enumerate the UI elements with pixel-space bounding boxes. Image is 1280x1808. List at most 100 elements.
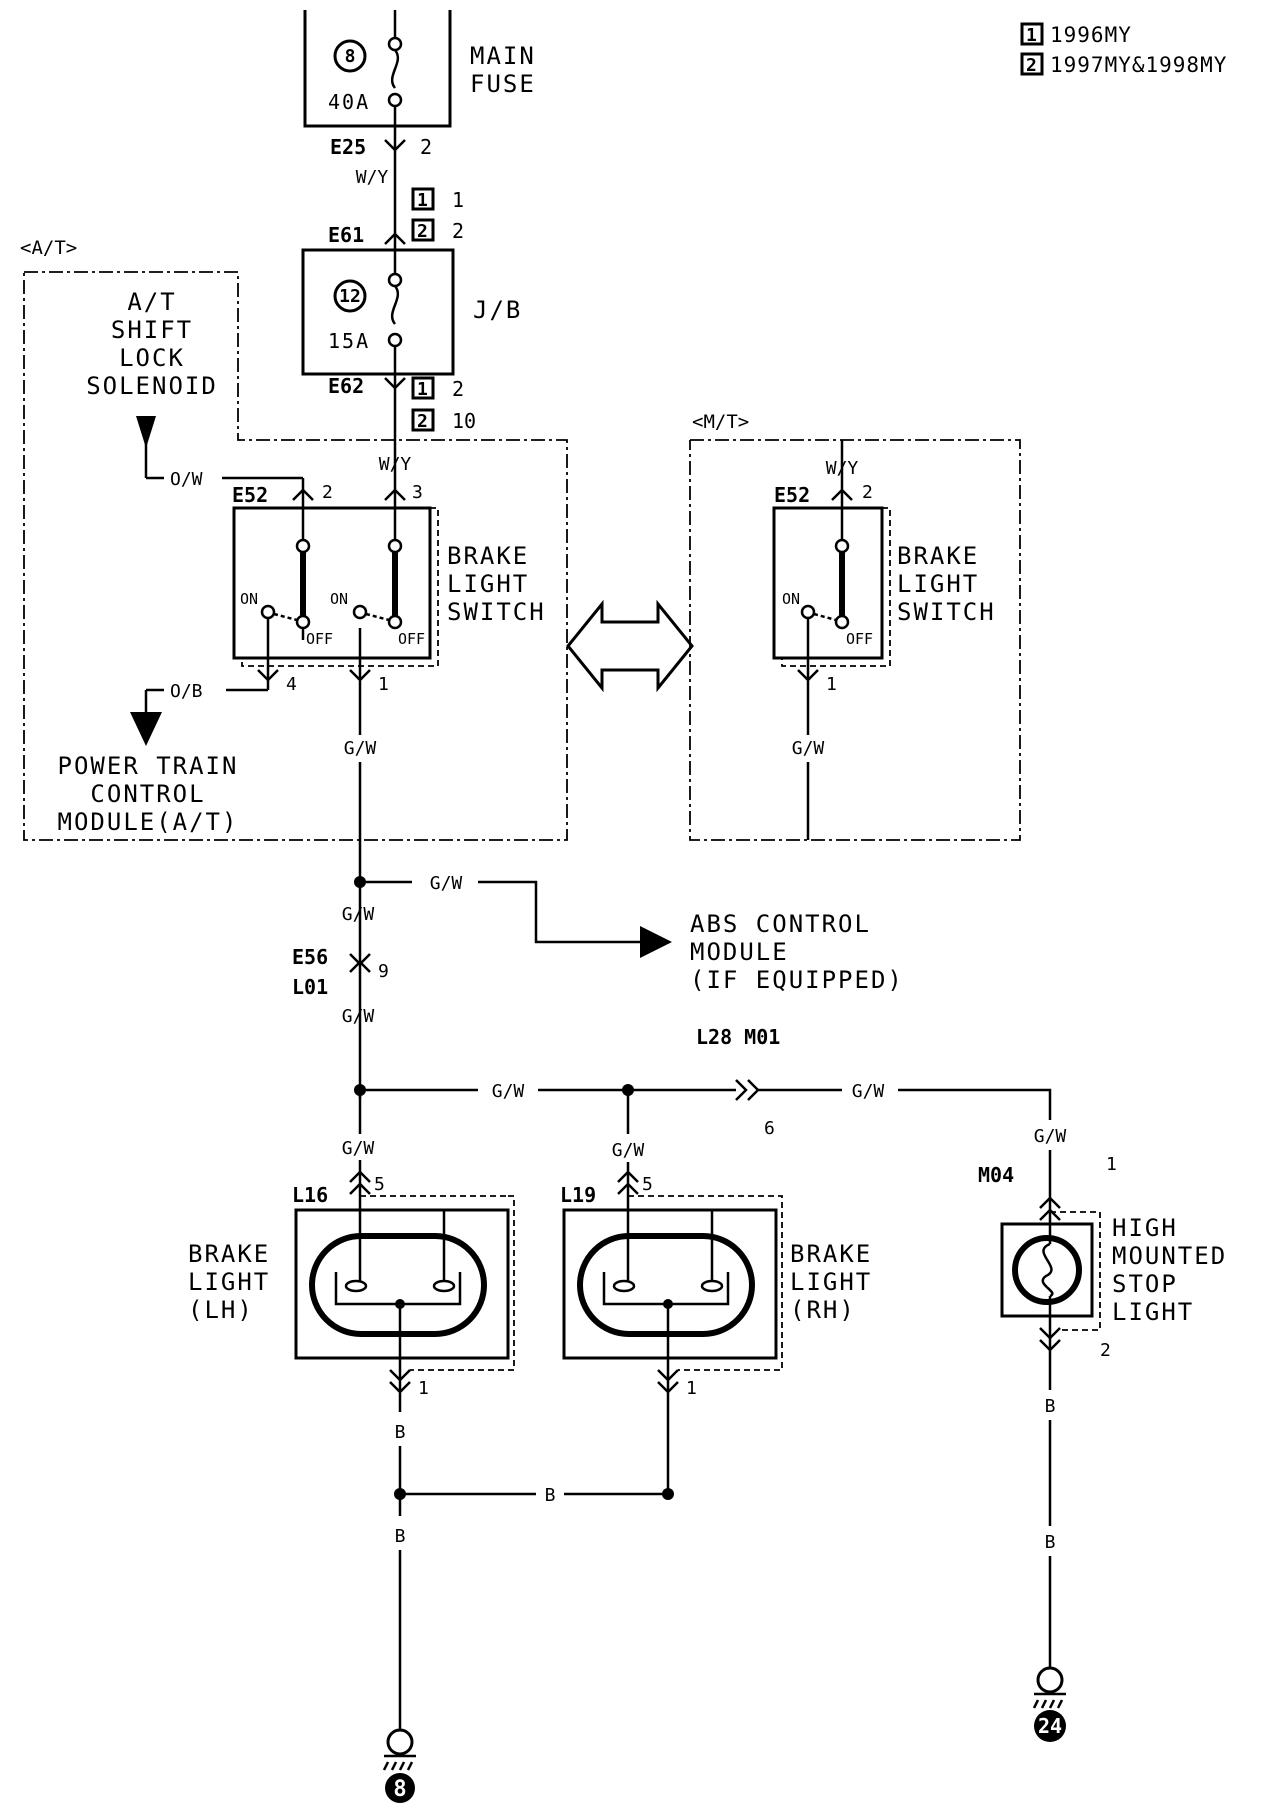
solenoid-label-2: SHIFT xyxy=(111,316,193,344)
jb-top-legend-1: 1 xyxy=(417,190,428,211)
hmsl-pin-2: 2 xyxy=(1100,1340,1111,1361)
wire-label-wy-2: W/Y xyxy=(379,454,412,475)
solenoid-label-1: A/T xyxy=(127,288,176,316)
jb-bottom-pin-1: 2 xyxy=(452,377,464,401)
connector-e61: E61 xyxy=(328,223,364,247)
wire-label-gw-3: G/W xyxy=(342,1006,375,1027)
connector-e52-at: E52 xyxy=(232,483,268,507)
jb-top-pin-2: 2 xyxy=(452,219,464,243)
wire-label-b-left: B xyxy=(395,1526,406,1547)
solenoid-label-3: LOCK xyxy=(119,344,185,372)
abs-label-3: (IF EQUIPPED) xyxy=(690,966,904,994)
hmsl-label-3: STOP xyxy=(1112,1270,1178,1298)
at-switch-on-1: ON xyxy=(240,590,258,608)
wire-label-gw-at: G/W xyxy=(344,738,377,759)
ptcm-label-3: MODULE(A/T) xyxy=(58,808,239,836)
at-switch-pin-2: 2 xyxy=(322,482,333,503)
hmsl-label-1: HIGH xyxy=(1112,1214,1178,1242)
wire-label-gw-2: G/W xyxy=(342,904,375,925)
ptcm-label-1: POWER TRAIN xyxy=(58,752,239,780)
mt-switch-on: ON xyxy=(782,590,800,608)
abs-label-2: MODULE xyxy=(690,938,789,966)
at-mt-double-arrow xyxy=(566,599,694,693)
jb-bottom-legend-1: 1 xyxy=(417,379,428,400)
brake-lh-label-2: LIGHT xyxy=(188,1268,270,1296)
ground-left: 8 xyxy=(382,1728,416,1803)
abs-label-1: ABS CONTROL xyxy=(690,910,871,938)
mt-switch-label-3: SWITCH xyxy=(897,598,996,626)
connector-e25: E25 xyxy=(330,135,366,159)
wire-label-b-lh: B xyxy=(395,1422,406,1443)
brake-light-rh: G/W L19 5 BRAKE LIGHT (RH) 1 xyxy=(560,1140,870,1494)
wire-label-ob: O/B xyxy=(170,681,203,702)
mt-switch-label-2: LIGHT xyxy=(897,570,979,598)
l16-pin-5: 5 xyxy=(374,1174,385,1195)
connector-l16: L16 xyxy=(292,1183,328,1207)
jb-label: J/B xyxy=(473,296,522,324)
at-switch-off-1: OFF xyxy=(306,630,333,648)
solenoid-label-4: SOLENOID xyxy=(86,372,218,400)
ptcm-label-2: CONTROL xyxy=(90,780,205,808)
jb-bottom-pin-2: 10 xyxy=(452,409,476,433)
l16-pin-1: 1 xyxy=(418,1378,429,1399)
at-section: <A/T> A/T SHIFT LOCK SOLENOID POWER TRAI… xyxy=(20,237,568,841)
connector-e56-l01: E56 L01 9 xyxy=(292,945,389,999)
main-fuse-label-1: MAIN xyxy=(470,42,536,70)
wire-label-gw-hmsl: G/W xyxy=(1034,1126,1067,1147)
wire-label-gw-abs: G/W xyxy=(430,873,463,894)
connector-m04: M04 xyxy=(978,1163,1014,1187)
at-section-label: <A/T> xyxy=(20,237,77,259)
connector-e52-mt: E52 xyxy=(774,483,810,507)
gw-bus: G/W 6 G/W xyxy=(354,1079,1052,1139)
legend-text-1997-1998: 1997MY&1998MY xyxy=(1050,53,1227,77)
brake-light-lh: G/W L16 5 BRAKE LIGHT (LH) 1 B xyxy=(188,1090,515,1516)
connector-l19: L19 xyxy=(560,1183,596,1207)
mt-switch-pin-1: 1 xyxy=(826,674,837,695)
hmsl-pin-1: 1 xyxy=(1106,1154,1117,1175)
l19-pin-1: 1 xyxy=(686,1378,697,1399)
brake-rh-label-3: (RH) xyxy=(790,1296,856,1324)
at-switch-pin-3: 3 xyxy=(412,482,423,503)
at-switch-pin-1: 1 xyxy=(378,674,389,695)
wire-label-gw-bus-2: G/W xyxy=(852,1081,885,1102)
solenoid-connection: O/W xyxy=(136,416,305,498)
main-fuse-number: 8 xyxy=(345,46,356,67)
at-switch-pin-4: 4 xyxy=(286,674,297,695)
jb-fuse-number: 12 xyxy=(339,286,361,307)
at-switch-on-2: ON xyxy=(330,590,348,608)
mt-switch-off: OFF xyxy=(846,630,873,648)
at-brake-light-switch: W/Y E52 2 3 ON ON OFF OFF 4 1 BRAKE LIGH… xyxy=(130,454,544,1098)
at-switch-label-2: LIGHT xyxy=(447,570,529,598)
connector-e56: E56 xyxy=(292,945,328,969)
wire-label-gw-rh: G/W xyxy=(612,1140,645,1161)
wire-label-wy-mt: W/Y xyxy=(826,458,859,479)
legend-num-1: 1 xyxy=(1026,25,1037,46)
brake-lh-label-1: BRAKE xyxy=(188,1240,270,1268)
mt-switch-label-1: BRAKE xyxy=(897,542,979,570)
l19-pin-5: 5 xyxy=(642,1174,653,1195)
main-fuse-rating: 40A xyxy=(328,90,370,114)
jb-fuse-rating: 15A xyxy=(328,329,370,353)
connector-e25-pin: 2 xyxy=(420,135,432,159)
connector-l01: L01 xyxy=(292,975,328,999)
mt-section: <M/T> W/Y E52 2 ON OFF 1 BRAKE LIGHT SWI… xyxy=(689,411,1021,841)
jb-top-pin-1: 1 xyxy=(452,188,464,212)
ground-left-number: 8 xyxy=(393,1777,406,1802)
hmsl-label-2: MOUNTED xyxy=(1112,1242,1227,1270)
ground-bus: B B xyxy=(394,1485,674,1730)
legend-text-1996: 1996MY xyxy=(1050,23,1132,47)
connector-l28-pin: 6 xyxy=(764,1118,775,1139)
at-switch-off-2: OFF xyxy=(398,630,425,648)
connector-l28-m01: L28 M01 xyxy=(696,1025,780,1049)
jb-top-legend-2: 2 xyxy=(417,221,428,242)
high-mounted-stop-light: G/W 1 M04 HIGH MOUNTED STOP LIGHT 2 B B xyxy=(978,1126,1227,1668)
junction-block: 1 1 2 2 E61 12 15A J/B E62 1 2 2 10 xyxy=(301,187,522,498)
ground-right-number: 24 xyxy=(1038,1714,1062,1738)
main-fuse-label-2: FUSE xyxy=(470,70,536,98)
hmsl-label-4: LIGHT xyxy=(1112,1298,1194,1326)
wire-label-wy-1: W/Y xyxy=(356,167,389,188)
mt-section-label: <M/T> xyxy=(692,411,749,433)
abs-branch: G/W ABS CONTROL MODULE (IF EQUIPPED) xyxy=(354,873,904,994)
connector-e62: E62 xyxy=(328,374,364,398)
wire-label-b-hmsl-1: B xyxy=(1045,1396,1056,1417)
